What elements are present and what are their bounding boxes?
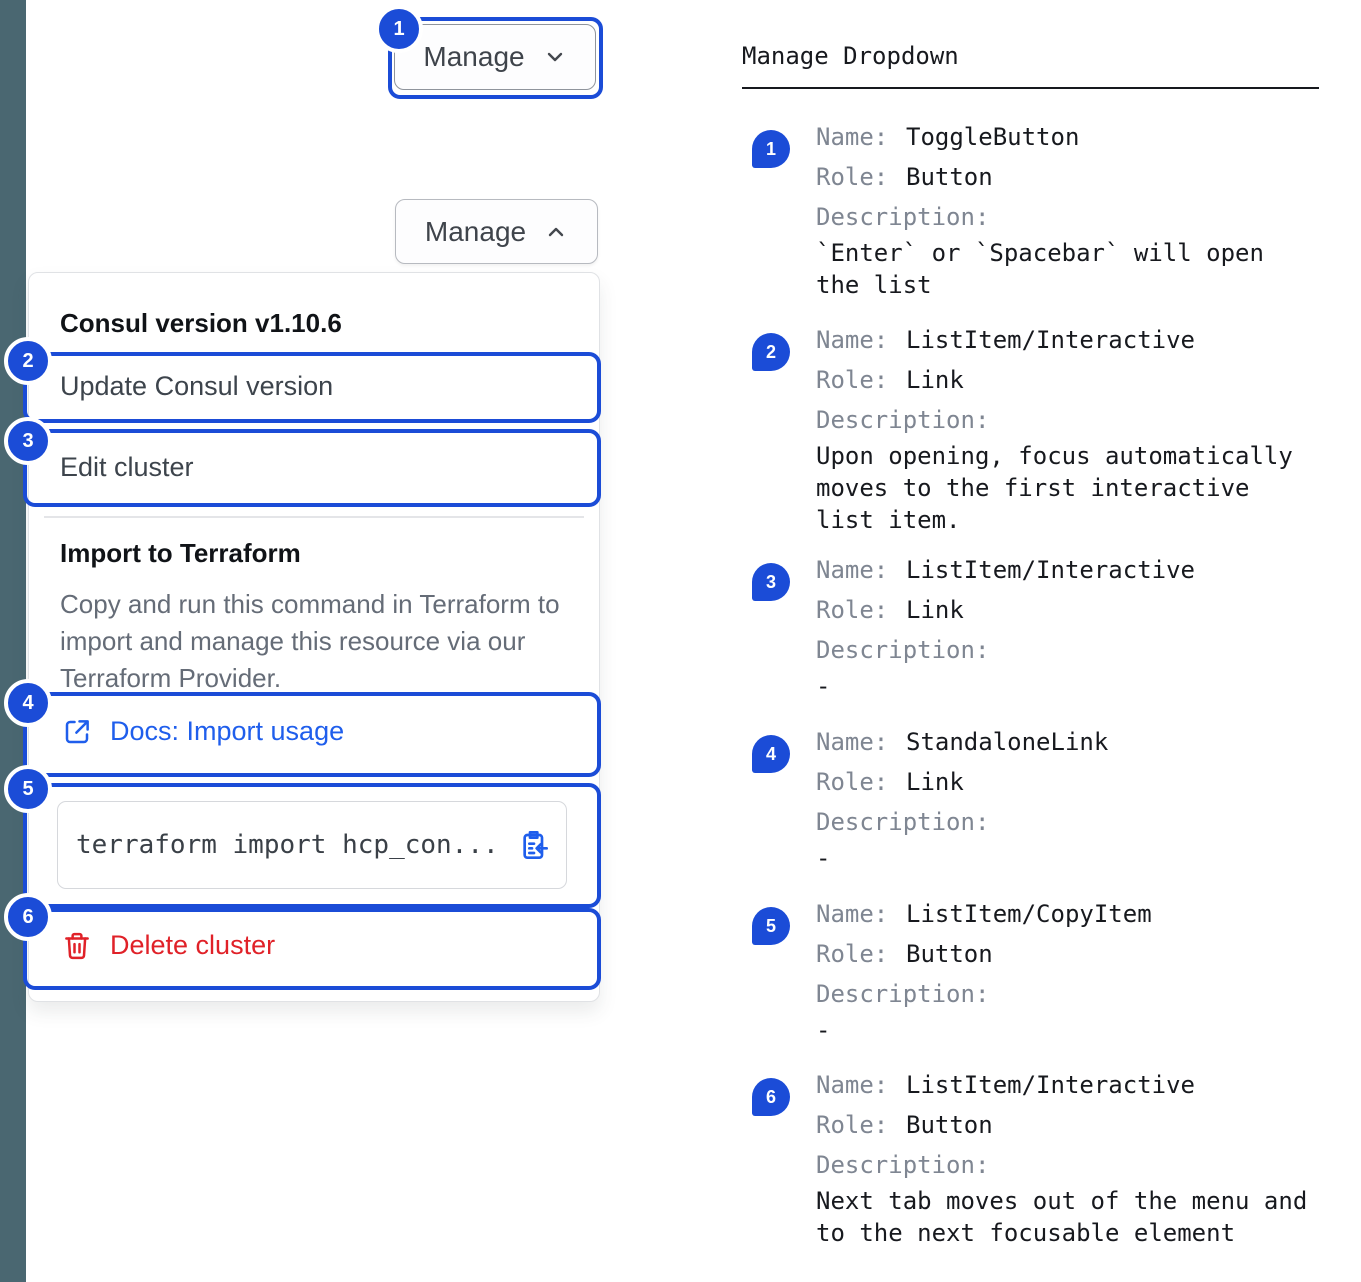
name-label: Name: <box>816 728 889 756</box>
annotation-badge-3: 3 <box>4 417 52 465</box>
annotation-box-1 <box>388 17 603 99</box>
annotation-key-item-5: 5 Name: ListItem/CopyItem Role: Button Des… <box>752 894 1321 1046</box>
description-value: - <box>816 844 831 872</box>
name-label: Name: <box>816 123 889 151</box>
trash-icon <box>65 932 89 959</box>
annotation-key-rule <box>742 87 1319 89</box>
chevron-down-icon <box>547 52 562 62</box>
key-badge-1: 1 <box>752 130 790 168</box>
terraform-import-command: terraform import hcp_con... <box>76 830 499 860</box>
annotation-key-item-6: 6 Name:ListItem/Interactive Role:Button … <box>752 1065 1321 1249</box>
menu-item-delete-cluster[interactable]: Delete cluster <box>62 930 275 961</box>
annotation-box-4 <box>23 692 601 777</box>
role-value: Button <box>906 940 993 968</box>
terraform-import-code-field[interactable]: terraform import hcp_con... <box>57 801 567 889</box>
annotation-badge-5: 5 <box>4 765 52 813</box>
description-label: Description: <box>816 1151 990 1179</box>
menu-divider <box>44 516 584 518</box>
clipboard-copy-icon[interactable] <box>518 829 550 861</box>
role-label: Role: <box>816 366 889 394</box>
description-value: Next tab moves out of the menu and to th… <box>816 1187 1308 1247</box>
manage-button-label: Manage <box>423 41 525 72</box>
annotation-box-2 <box>23 352 601 423</box>
name-label: Name: <box>816 556 889 584</box>
name-value: ListItem/Interactive <box>906 326 1195 354</box>
description-label: Description: <box>816 203 990 231</box>
description-label: Description: <box>816 980 990 1008</box>
role-value: Button <box>906 1111 993 1139</box>
role-label: Role: <box>816 940 889 968</box>
role-label: Role: <box>816 596 889 624</box>
annotation-badge-4: 4 <box>4 679 52 727</box>
menu-item-update-consul-version[interactable]: Update Consul version <box>60 371 334 401</box>
docs-link-label: Docs: Import usage <box>110 716 345 746</box>
name-value: ListItem/Interactive <box>906 1071 1195 1099</box>
role-value: Button <box>906 163 993 191</box>
manage-toggle-button-collapsed[interactable]: Manage <box>394 24 596 90</box>
name-label: Name: <box>816 326 889 354</box>
name-label: Name: <box>816 900 889 928</box>
manage-toggle-button-expanded[interactable]: Manage <box>395 199 598 264</box>
delete-cluster-label: Delete cluster <box>110 930 276 960</box>
name-value: ToggleButton <box>906 123 1080 151</box>
name-value: ListItem/Interactive <box>906 556 1195 584</box>
role-label: Role: <box>816 768 889 796</box>
import-to-terraform-header: Import to Terraform <box>60 538 301 568</box>
description-value: - <box>816 1016 831 1044</box>
role-value: Link <box>906 768 964 796</box>
annotation-key-title: Manage Dropdown <box>742 42 959 70</box>
chevron-up-icon <box>548 227 564 236</box>
annotation-box-6 <box>23 908 601 990</box>
description-value: Upon opening, focus automatically moves … <box>816 442 1293 534</box>
manage-button-label: Manage <box>424 215 527 247</box>
docs-import-usage-link[interactable]: Docs: Import usage <box>62 716 344 747</box>
description-value: `Enter` or `Spacebar` will open the list <box>816 239 1264 299</box>
role-value: Link <box>906 596 964 624</box>
role-value: Link <box>906 366 964 394</box>
key-badge-3: 3 <box>752 563 790 601</box>
annotation-key-item-2: 2 Name: ListItem/Interactive Role: Link De… <box>752 320 1321 536</box>
annotation-key-item-3: 3 Name: ListItem/Interactive Role: Link De… <box>752 550 1321 702</box>
key-badge-2: 2 <box>752 333 790 371</box>
role-label: Role: <box>816 163 889 191</box>
description-label: Description: <box>816 808 990 836</box>
annotation-box-5 <box>23 783 601 908</box>
key-badge-5: 5 <box>752 907 790 945</box>
annotation-badge-2: 2 <box>4 337 52 385</box>
external-link-icon <box>65 719 89 743</box>
annotation-key-item-1: 1 Name: ToggleButton Role: Button Descript… <box>752 117 1321 301</box>
name-value: ListItem/CopyItem <box>906 900 1152 928</box>
annotation-badge-6: 6 <box>4 893 52 941</box>
description-value: - <box>816 672 831 700</box>
import-description-text: Copy and run this command in Terraform t… <box>60 589 560 693</box>
key-badge-6: 6 <box>752 1078 790 1116</box>
annotation-box-3 <box>23 429 601 507</box>
menu-item-edit-cluster[interactable]: Edit cluster <box>60 452 194 482</box>
name-value: StandaloneLink <box>906 728 1109 756</box>
consul-version-header: Consul version v1.10.6 <box>60 308 342 338</box>
key-badge-4: 4 <box>752 735 790 773</box>
role-label: Role: <box>816 1111 889 1139</box>
annotation-badge-1: 1 <box>375 5 423 53</box>
name-label: Name: <box>816 1071 889 1099</box>
left-rail <box>0 0 26 1282</box>
description-label: Description: <box>816 636 990 664</box>
description-label: Description: <box>816 406 990 434</box>
annotation-key-item-4: 4 Name: StandaloneLink Role: Link Descript… <box>752 722 1321 874</box>
